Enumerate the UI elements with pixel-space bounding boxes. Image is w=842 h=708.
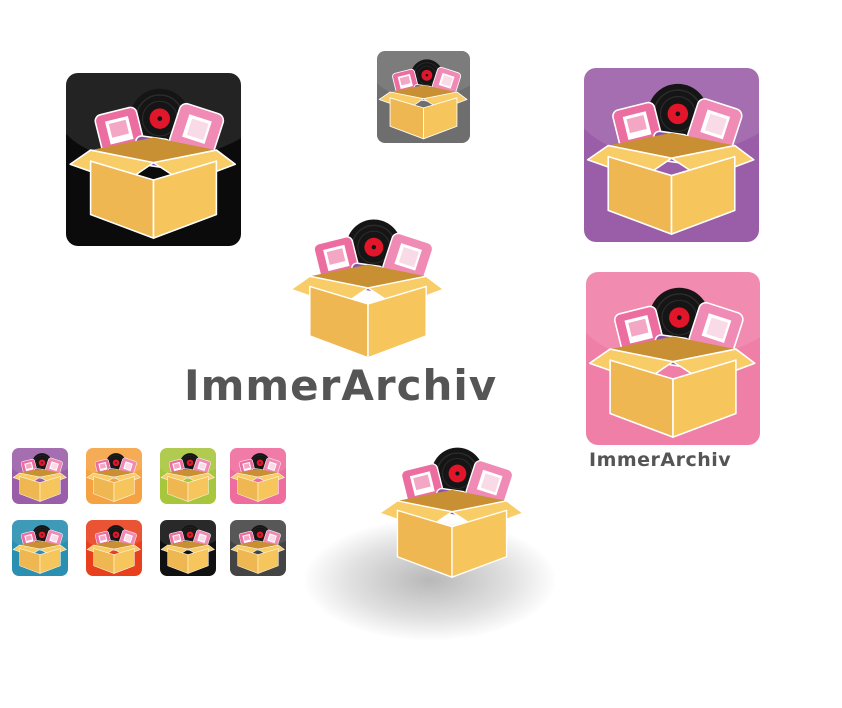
small-tile-red: [86, 520, 142, 576]
small-tile-dark-gray: [230, 520, 286, 576]
box-icon: [12, 452, 67, 502]
box-icon: [378, 58, 468, 140]
central-logo: [286, 205, 450, 365]
box-icon: [588, 286, 756, 438]
small-tile-teal: [12, 520, 68, 576]
box-icon: [86, 452, 141, 502]
app-icon-tile-gray: [377, 51, 470, 143]
small-tile-purple: [12, 448, 68, 504]
box-icon: [230, 524, 285, 574]
box-icon: [379, 446, 524, 578]
small-tile-orange: [86, 448, 142, 504]
box-icon: [586, 83, 755, 235]
box-icon: [12, 524, 67, 574]
box-icon: [86, 524, 141, 574]
brand-name-small: ImmerArchiv: [589, 449, 732, 471]
box-icon: [69, 87, 237, 239]
small-tile-pink: [230, 448, 286, 504]
app-icon-tile-pink: [586, 272, 760, 445]
box-icon: [160, 524, 215, 574]
box-icon: [160, 452, 215, 502]
app-icon-tile-black: [66, 73, 241, 246]
small-tile-black: [160, 520, 216, 576]
box-icon: [290, 218, 445, 359]
small-tile-green: [160, 448, 216, 504]
shadowed-logo: [372, 434, 532, 584]
brand-name-large: ImmerArchiv: [184, 361, 498, 410]
app-icon-tile-purple: [584, 68, 759, 242]
box-icon: [230, 452, 285, 502]
